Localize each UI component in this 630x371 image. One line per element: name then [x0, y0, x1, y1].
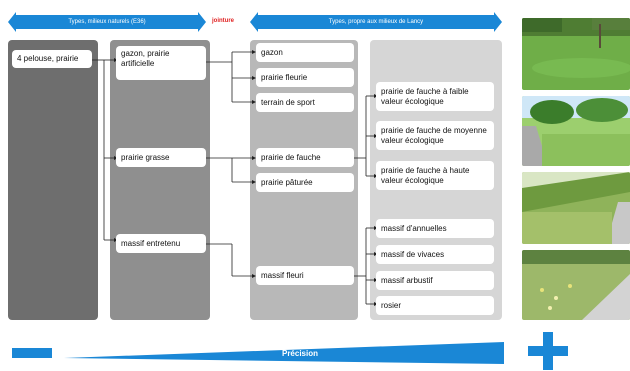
photo-wildflower-meadow	[522, 250, 630, 320]
photo-meadow-path	[522, 96, 630, 166]
node-label: rosier	[381, 300, 402, 310]
right-header-arrow	[250, 12, 502, 32]
node-fauche-moyenne-valeur: prairie de fauche de moyenne valeur écol…	[376, 121, 494, 150]
node-label: prairie fleurie	[261, 72, 308, 82]
header-arrows	[8, 12, 502, 32]
node-rosier: rosier	[376, 296, 494, 315]
node-label: gazon, prairie artificielle	[121, 49, 170, 68]
node-label: massif fleuri	[261, 270, 304, 280]
node-label: gazon	[261, 47, 283, 57]
precision-wedge	[64, 342, 504, 364]
left-header-arrow	[8, 12, 206, 32]
column-level1	[8, 40, 98, 320]
node-prairie-de-fauche: prairie de fauche	[256, 148, 354, 167]
plus-icon	[528, 332, 568, 370]
node-label: prairie de fauche à haute valeur écologi…	[381, 165, 470, 185]
node-label: prairie de fauche à faible valeur écolog…	[381, 86, 469, 106]
node-label: prairie grasse	[121, 152, 170, 162]
node-massif-fleuri: massif fleuri	[256, 266, 354, 285]
node-label: massif d'annuelles	[381, 223, 447, 233]
node-prairie-paturee: prairie pâturée	[256, 173, 354, 192]
node-massif-arbustif: massif arbustif	[376, 271, 494, 290]
header-right-label: Types, propre aux milieux de Lancy	[328, 19, 424, 25]
node-label: prairie pâturée	[261, 177, 313, 187]
header-jointure-label: jointure	[212, 18, 234, 24]
node-label: prairie de fauche	[261, 152, 321, 162]
node-prairie-fleurie: prairie fleurie	[256, 68, 354, 87]
column-level2	[110, 40, 210, 320]
node-fauche-haute-valeur: prairie de fauche à haute valeur écologi…	[376, 161, 494, 190]
precision-label: Précision	[281, 349, 318, 358]
minus-icon	[12, 348, 52, 358]
node-fauche-faible-valeur: prairie de fauche à faible valeur écolog…	[376, 82, 494, 111]
node-terrain-de-sport: terrain de sport	[256, 93, 354, 112]
node-pelouse-prairie: 4 pelouse, prairie	[12, 50, 92, 68]
node-label: massif entretenu	[121, 238, 181, 248]
node-label: terrain de sport	[261, 97, 315, 107]
header-left-label: Types, milieux naturels (E36)	[68, 19, 146, 25]
node-label: massif de vivaces	[381, 249, 445, 259]
node-massif-annuelles: massif d'annuelles	[376, 219, 494, 238]
node-massif-entretenu: massif entretenu	[116, 234, 206, 253]
node-label: prairie de fauche de moyenne valeur écol…	[381, 125, 487, 145]
node-gazon: gazon	[256, 43, 354, 62]
node-massif-vivaces: massif de vivaces	[376, 245, 494, 264]
node-label: massif arbustif	[381, 275, 433, 285]
node-label: 4 pelouse, prairie	[17, 54, 79, 63]
node-gazon-prairie-artificielle: gazon, prairie artificielle	[116, 46, 206, 80]
photo-tall-grass	[522, 172, 630, 244]
photo-lawn	[522, 18, 630, 90]
node-prairie-grasse: prairie grasse	[116, 148, 206, 167]
